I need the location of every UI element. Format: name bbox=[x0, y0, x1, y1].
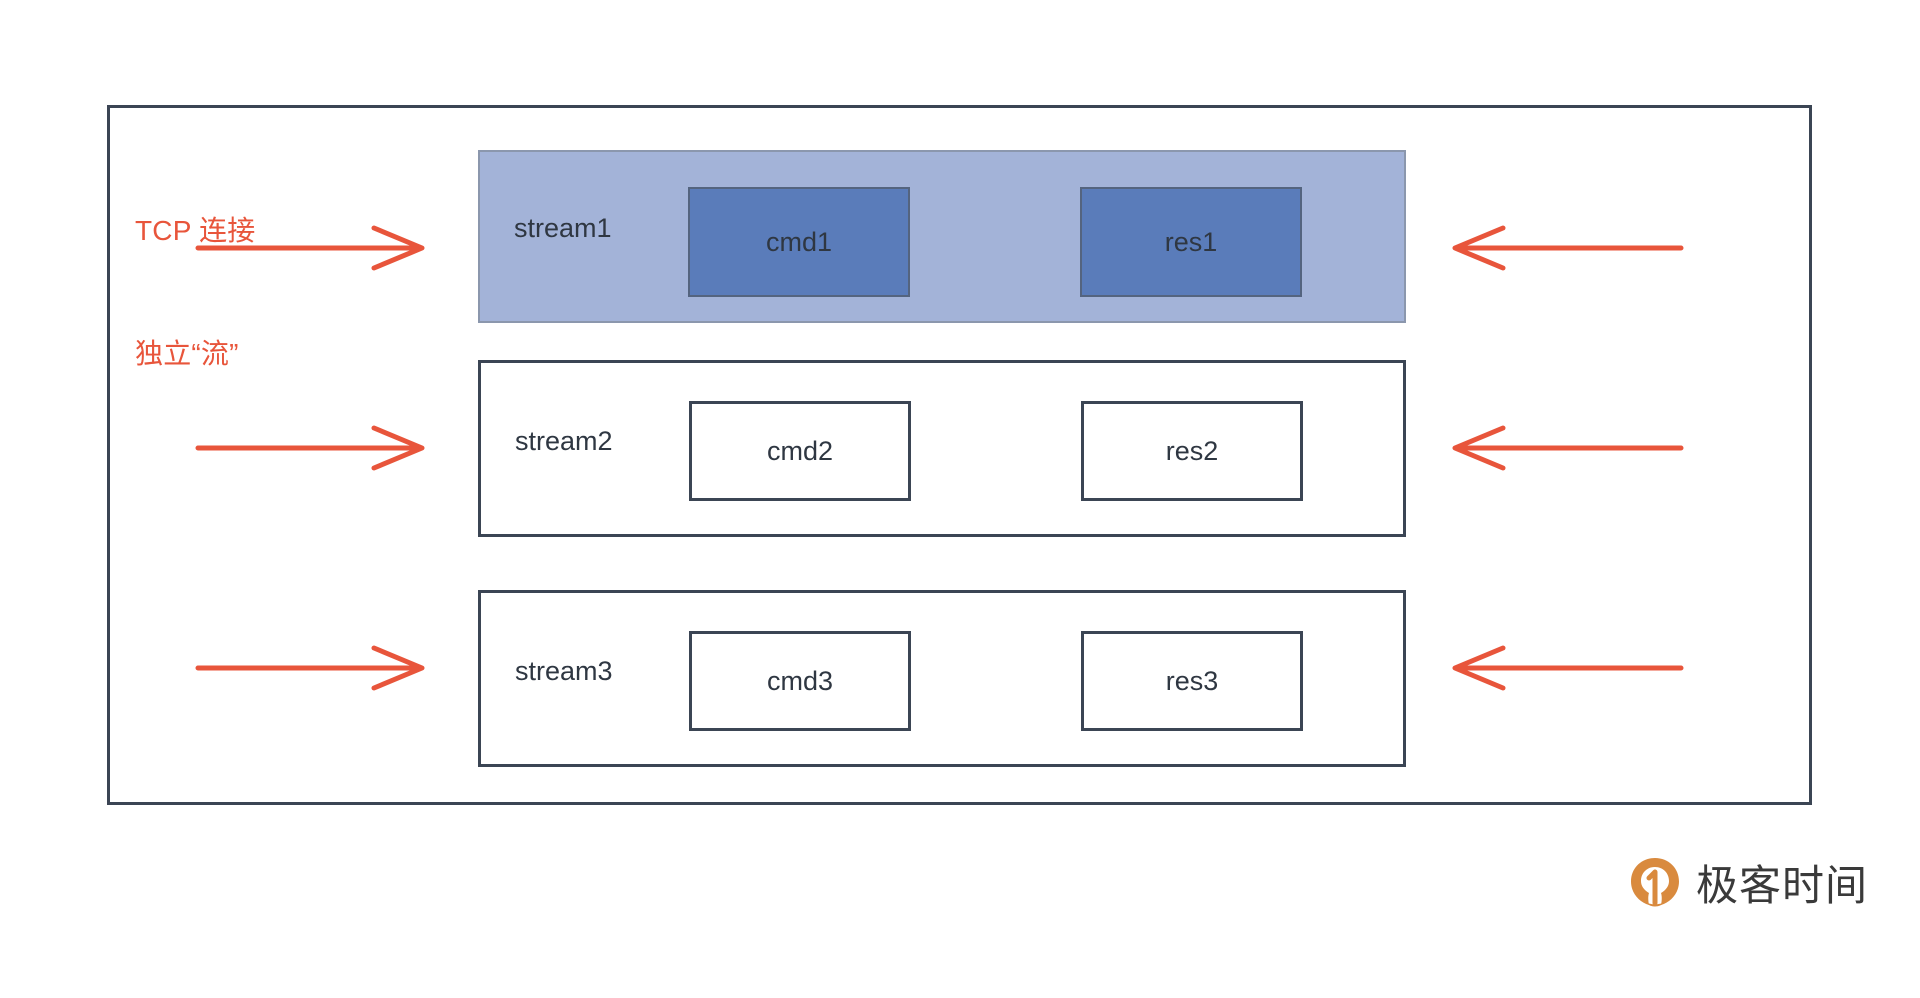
stream-row-stream2: stream2 cmd2 res2 bbox=[478, 360, 1406, 537]
box-label-cmd1: cmd1 bbox=[765, 226, 833, 257]
box-cmd2: cmd2 bbox=[689, 401, 911, 501]
outbound-arrow-stream2-icon bbox=[1452, 425, 1684, 471]
tcp-connection-annotation: TCP 连接 独立“流” bbox=[135, 128, 255, 415]
inbound-arrow-stream1-icon bbox=[195, 225, 425, 271]
stream-label-stream1: stream1 bbox=[514, 213, 612, 243]
geekbang-logo-icon bbox=[1631, 857, 1679, 906]
box-cmd1: cmd1 bbox=[688, 187, 910, 297]
annotation-line-2: 独立“流” bbox=[135, 338, 239, 369]
box-label-res1: res1 bbox=[1164, 226, 1218, 257]
box-cmd3: cmd3 bbox=[689, 631, 911, 731]
box-label-cmd3: cmd3 bbox=[766, 665, 834, 696]
outbound-arrow-stream3-icon bbox=[1452, 645, 1684, 691]
watermark-text: 极客时间 bbox=[1696, 862, 1869, 909]
watermark: 极客时间 bbox=[1628, 852, 1868, 913]
annotation-line-1: TCP 连接 bbox=[135, 215, 256, 246]
stream-row-stream3: stream3 cmd3 res3 bbox=[478, 590, 1406, 767]
inbound-arrow-stream2-icon bbox=[195, 425, 425, 471]
box-res3: res3 bbox=[1081, 631, 1303, 731]
box-label-res3: res3 bbox=[1165, 665, 1219, 696]
inbound-arrow-stream3-icon bbox=[195, 645, 425, 691]
outbound-arrow-stream1-icon bbox=[1452, 225, 1684, 271]
stream-label-stream2: stream2 bbox=[515, 426, 613, 456]
box-label-res2: res2 bbox=[1165, 435, 1219, 466]
box-label-cmd2: cmd2 bbox=[766, 435, 834, 466]
stream-row-stream1: stream1 cmd1 res1 bbox=[478, 150, 1406, 323]
stream-label-stream3: stream3 bbox=[515, 656, 613, 686]
box-res1: res1 bbox=[1080, 187, 1302, 297]
box-res2: res2 bbox=[1081, 401, 1303, 501]
